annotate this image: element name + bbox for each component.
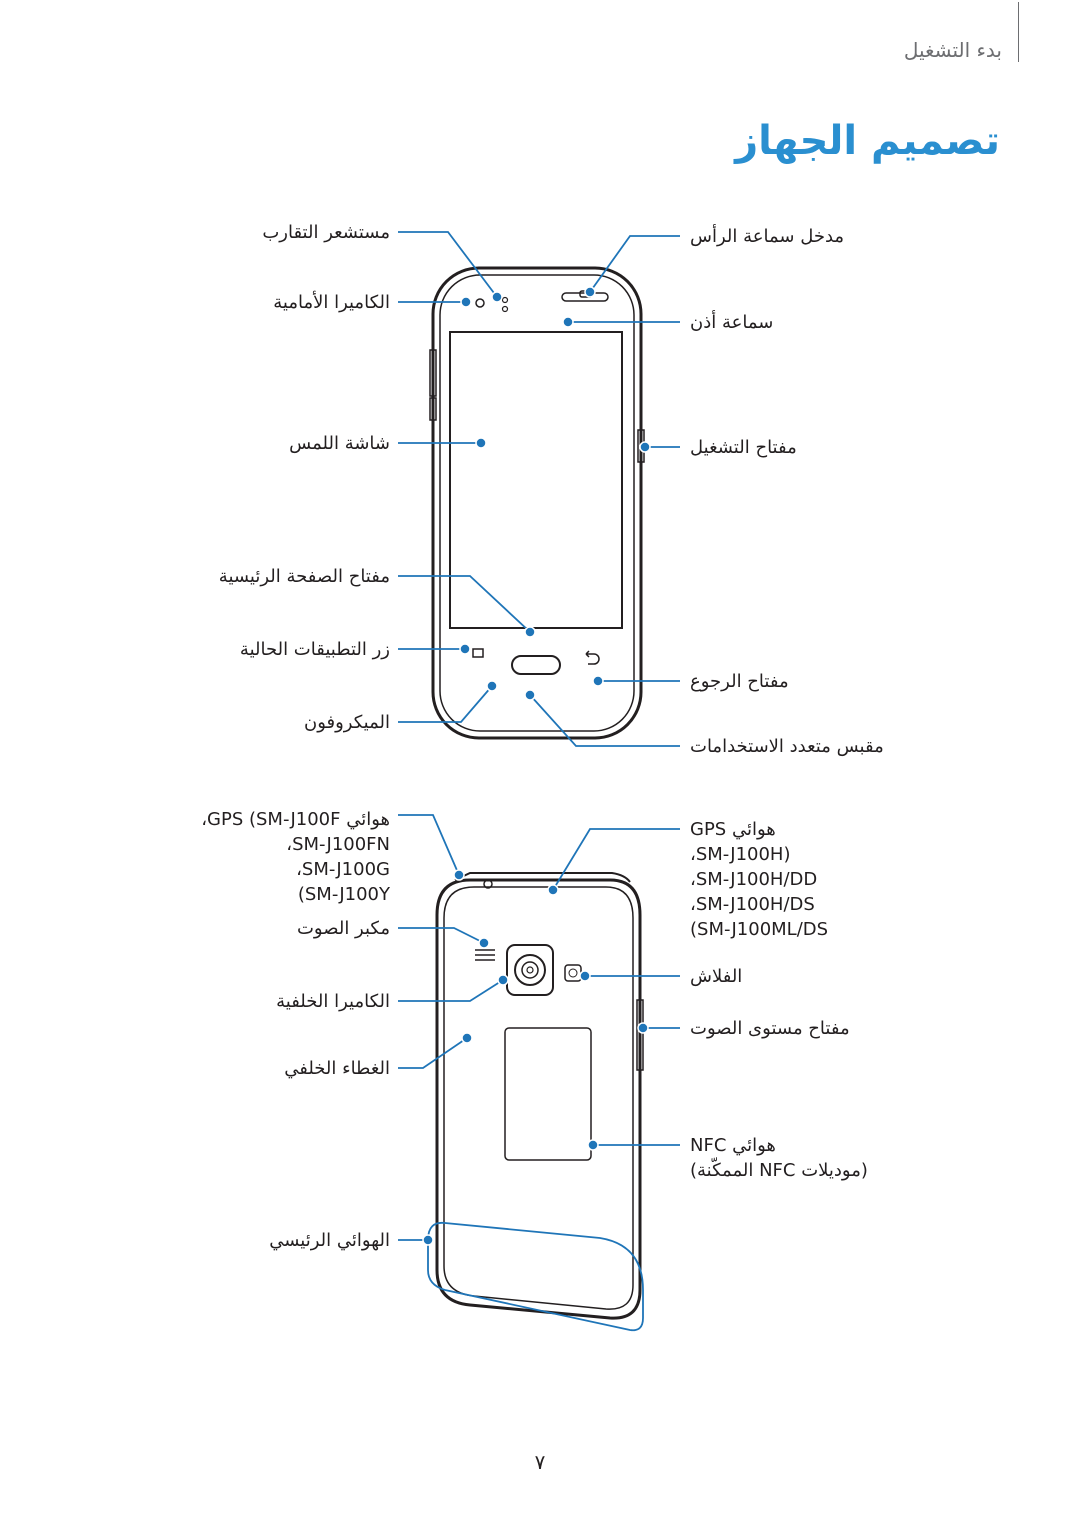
label-gps-antenna-a-line1: هوائي GPS (SM-J100F،: [201, 809, 390, 830]
label-recent-apps-button: زر التطبيقات الحالية: [239, 639, 390, 660]
label-back-cover: الغطاء الخلفي: [284, 1058, 390, 1079]
label-multipurpose-jack: مقبس متعدد الاستخدامات: [690, 736, 884, 757]
label-nfc-antenna-line1: هوائي NFC: [690, 1135, 776, 1156]
camera-housing: [506, 944, 554, 996]
label-gps-antenna-b-line5: SM-J100ML/DS): [690, 919, 829, 940]
callout-dots: [422, 286, 651, 1246]
label-nfc-antenna-line2: (موديلات NFC الممكّنة): [690, 1160, 868, 1181]
label-speaker: مكبر الصوت: [296, 918, 390, 939]
front-screen: [449, 331, 623, 629]
callout-lines: [398, 231, 680, 1332]
label-home-button: مفتاح الصفحة الرئيسية: [218, 566, 390, 587]
label-front-camera: الكاميرا الأمامية: [273, 292, 390, 313]
label-main-antenna: الهوائي الرئيسي: [269, 1230, 390, 1251]
rear-camera-lens: [514, 954, 546, 986]
section-label: بدء التشغيل: [903, 38, 1002, 62]
back-key: [585, 650, 600, 665]
label-gps-antenna-b-line4: SM-J100H/DS،: [690, 894, 815, 915]
recent-key: [472, 648, 484, 658]
label-gps-antenna-b-line3: SM-J100H/DD،: [690, 869, 818, 890]
label-volume-button: مفتاح مستوى الصوت: [690, 1018, 850, 1039]
back-volume-side: [636, 999, 644, 1071]
label-gps-antenna-b-line2: (SM-J100H،: [690, 844, 791, 865]
label-proximity-sensor: مستشعر التقارب: [262, 222, 390, 243]
front-phone: [429, 266, 645, 740]
label-gps-antenna-b-line1: هوائي GPS: [690, 819, 776, 840]
home-key: [511, 655, 561, 675]
label-gps-antenna-a-line3: SM-J100G،: [296, 859, 390, 880]
label-microphone: الميكروفون: [303, 712, 390, 733]
page-title: تصميم الجهاز: [735, 118, 1000, 164]
front-volume-side: [429, 349, 437, 397]
label-gps-antenna-a-line4: SM-J100Y): [297, 884, 390, 905]
label-headset-jack: مدخل سماعة الرأس: [690, 226, 845, 247]
front-camera-lens: [475, 298, 485, 308]
label-earpiece: سماعة أذن: [690, 312, 774, 333]
nfc-area: [504, 1027, 592, 1161]
label-touch-screen: شاشة اللمس: [289, 433, 390, 454]
label-power-button: مفتاح التشغيل: [690, 437, 797, 458]
label-back-button: مفتاح الرجوع: [690, 671, 789, 692]
page-number: ٧: [534, 1450, 546, 1474]
back-phone: [435, 872, 644, 1320]
label-rear-camera: الكاميرا الخلفية: [276, 991, 390, 1012]
header-divider: [1018, 2, 1019, 62]
label-gps-antenna-a-line2: SM-J100FN،: [286, 834, 390, 855]
label-flash: الفلاش: [690, 966, 743, 987]
